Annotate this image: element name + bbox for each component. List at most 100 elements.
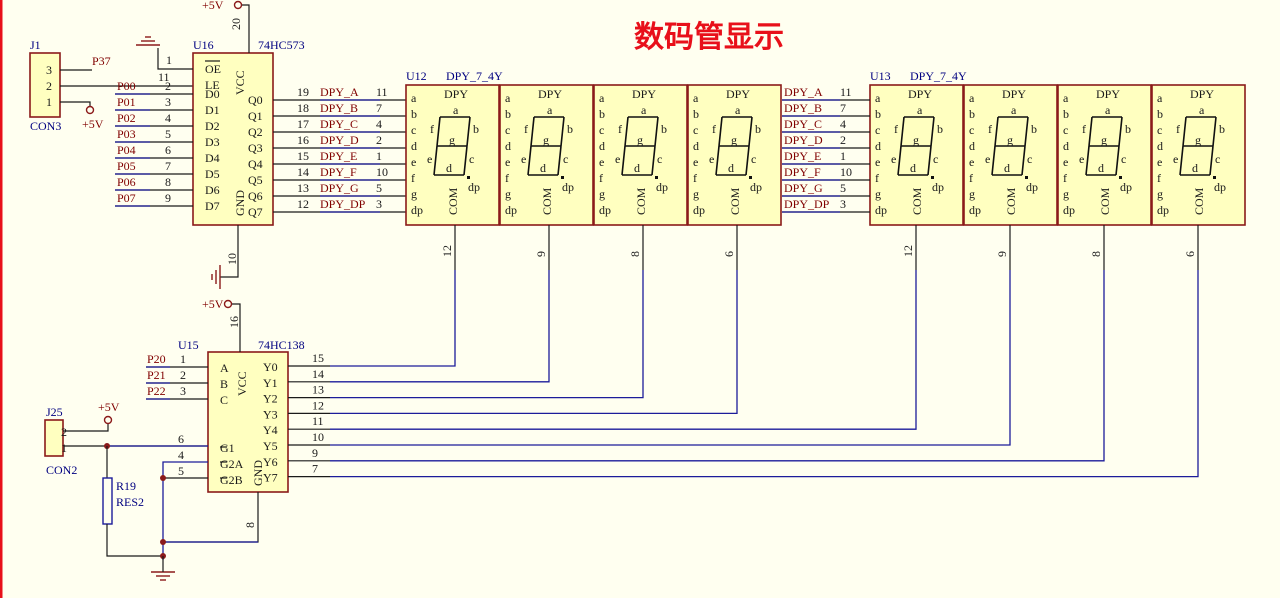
- u16-out-pin-number: 12: [297, 197, 309, 211]
- j25-pin-1: 1: [61, 441, 67, 455]
- segment-label-dp: dp: [656, 180, 668, 194]
- segment-b: [560, 116, 565, 147]
- digit-pin-b: b: [505, 107, 511, 121]
- u15-vcc-wire: [232, 303, 241, 352]
- digit-select-net: [330, 270, 1105, 462]
- u13-pin-number: 2: [840, 133, 846, 147]
- digit-pin-d: d: [599, 139, 605, 153]
- g2a-ground-net: [162, 461, 208, 560]
- u16-pin-number: 4: [165, 111, 171, 125]
- u16-chip-body: [192, 52, 274, 226]
- segment-label-g: g: [913, 133, 919, 147]
- segment-e: [897, 145, 902, 176]
- segment-dp: [1025, 176, 1028, 179]
- segment-b: [930, 116, 935, 147]
- net-label-p07: P07: [117, 191, 136, 205]
- digit-body: [499, 84, 594, 226]
- u15-vcc-text: VCC: [235, 371, 249, 396]
- segment-label-f: f: [1176, 122, 1180, 136]
- digit-label: DPY: [444, 87, 468, 101]
- net-label-dpy_d: DPY_D: [784, 133, 823, 147]
- digit-pin-b: b: [1063, 107, 1069, 121]
- digit-label: DPY: [726, 87, 750, 101]
- segment-label-a: a: [1011, 103, 1017, 117]
- u12-ref: U12: [406, 69, 427, 83]
- segment-label-e: e: [615, 152, 620, 166]
- u15-pin-g1: G1: [220, 441, 235, 455]
- junction-dot: [160, 539, 166, 545]
- segment-label-d: d: [446, 161, 452, 175]
- digit-pin-g: g: [969, 187, 975, 201]
- u16-pin-number: 9: [165, 191, 171, 205]
- segment-pin-number: 10: [376, 165, 388, 179]
- net-label-p22: P22: [147, 384, 166, 398]
- u15-enable-pin-number: 5: [178, 464, 184, 478]
- segment-label-a: a: [547, 103, 553, 117]
- net-label-p04: P04: [117, 143, 136, 157]
- segment-label-e: e: [709, 152, 714, 166]
- segment-b: [1024, 116, 1029, 147]
- digit-select-net: [330, 270, 456, 367]
- net-label-dpy_c: DPY_C: [784, 117, 822, 131]
- segment-f: [900, 116, 905, 147]
- segment-label-c: c: [563, 152, 568, 166]
- segment-label-f: f: [524, 122, 528, 136]
- u16-pin-le: LE: [205, 78, 220, 92]
- u15-out-pin-number: 14: [312, 367, 324, 381]
- segment-e: [715, 145, 720, 176]
- digit-pin-c: c: [1157, 123, 1162, 137]
- segment-label-e: e: [1079, 152, 1084, 166]
- j1-vcc-label: +5V: [82, 117, 104, 131]
- ground-symbol-u16-oe: [136, 36, 160, 46]
- u15-pin-y3: Y3: [263, 407, 278, 421]
- u15-out-pin-number: 12: [312, 398, 324, 412]
- net-label-dpy_f: DPY_F: [784, 165, 821, 179]
- digit-pin-e: e: [411, 155, 416, 169]
- u13-pin-number: 3: [840, 197, 846, 211]
- digit-pin-b: b: [875, 107, 881, 121]
- segment-label-b: b: [755, 122, 761, 136]
- net-label-p03: P03: [117, 127, 136, 141]
- com-pin-number: 12: [901, 245, 915, 257]
- digit-label: DPY: [1096, 87, 1120, 101]
- digit-pin-e: e: [875, 155, 880, 169]
- digit-pin-d: d: [1157, 139, 1163, 153]
- u13-ref: U13: [870, 69, 891, 83]
- digit-select-net: [330, 270, 1199, 478]
- u16-pin-d7: D7: [205, 199, 220, 213]
- digit-com-label: COM: [728, 187, 742, 215]
- segment-dp: [749, 176, 752, 179]
- digit-pin-e: e: [505, 155, 510, 169]
- digit-pin-a: a: [599, 91, 605, 105]
- u15-pin-g2b: G2B: [220, 473, 243, 487]
- u16-pin-d6: D6: [205, 183, 220, 197]
- u15-ref: U15: [178, 338, 199, 352]
- segment-label-d: d: [634, 161, 640, 175]
- segment-f: [436, 116, 441, 147]
- segment-label-b: b: [1125, 122, 1131, 136]
- segment-label-e: e: [985, 152, 990, 166]
- j1-pin-number: 1: [46, 95, 52, 109]
- u13-pin-number: 1: [840, 149, 846, 163]
- digit-pin-a: a: [505, 91, 511, 105]
- digit-pin-f: f: [1063, 171, 1067, 185]
- segment-pin-number: 5: [376, 181, 382, 195]
- ground-symbol-u16: [211, 265, 221, 289]
- digit-pin-c: c: [599, 123, 604, 137]
- digit-pin-c: c: [693, 123, 698, 137]
- segment-label-a: a: [641, 103, 647, 117]
- segment-label-f: f: [1082, 122, 1086, 136]
- digit-pin-b: b: [411, 107, 417, 121]
- digit-body: [869, 84, 964, 226]
- digit-pin-c: c: [969, 123, 974, 137]
- u15-out-pin-number: 7: [312, 462, 318, 476]
- segment-e: [527, 145, 532, 176]
- u15-chip-body: [207, 351, 289, 493]
- digit-com-label: COM: [1192, 187, 1206, 215]
- digit-body: [405, 84, 500, 226]
- segment-b: [1212, 116, 1217, 147]
